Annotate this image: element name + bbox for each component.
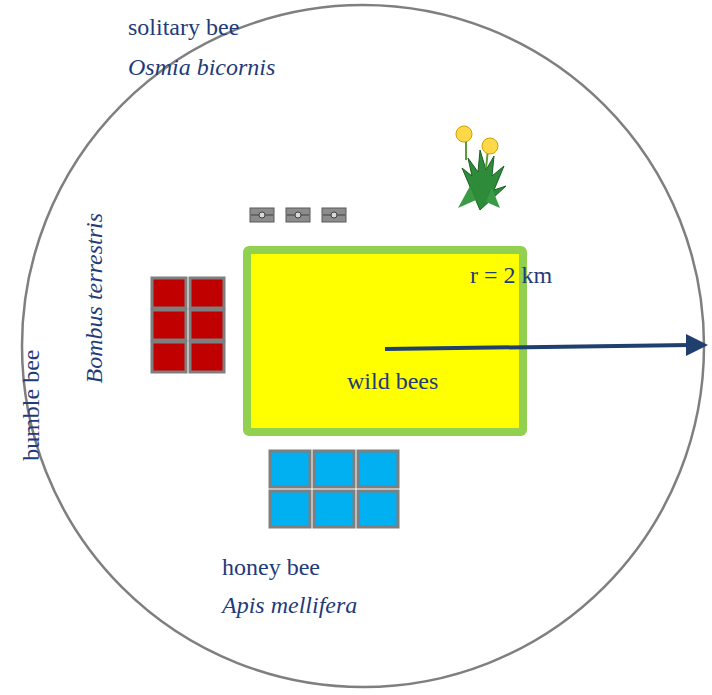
arrow-head [686,334,708,356]
common-name: bumble bee [19,349,45,460]
species-name: Apis mellifera [222,592,357,618]
nest-holes [251,212,345,218]
range-circle [22,5,704,687]
species-name: Bombus terrestris [81,213,107,383]
species-name: Osmia bicornis [128,54,275,80]
common-name: honey bee [222,554,320,580]
nest-boxes [250,208,346,222]
radius-label: r = 2 km [470,262,552,288]
node-label: wild bees [347,368,438,394]
honey-bee-hives [270,451,398,527]
common-name: solitary bee [128,14,239,40]
bumble-bee-colonies [152,278,224,372]
dandelion [456,126,506,210]
